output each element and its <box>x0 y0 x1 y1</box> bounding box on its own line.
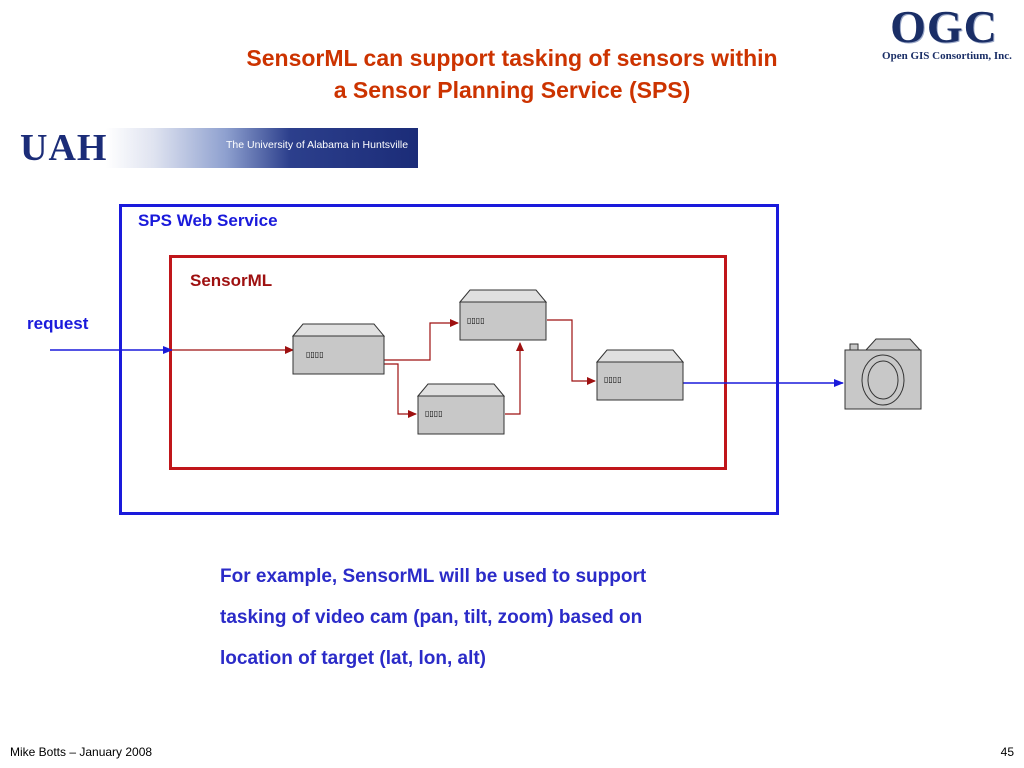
example-line-1: For example, SensorML will be used to su… <box>220 566 647 587</box>
process-block-1: ▯▯▯▯ <box>291 323 386 375</box>
example-line-2: tasking of video cam (pan, tilt, zoom) b… <box>220 607 643 628</box>
connector-process-1-to-process-3 <box>384 363 417 418</box>
process-block-1-label: ▯▯▯▯ <box>306 350 324 359</box>
title-line-1: SensorML can support tasking of sensors … <box>246 45 778 71</box>
sensorml-label: SensorML <box>190 271 273 290</box>
footer-author: Mike Botts – January 2008 <box>10 745 153 759</box>
slide-title: SensorML can support tasking of sensors … <box>160 42 864 106</box>
process-block-4: ▯▯▯▯ <box>595 349 685 401</box>
sensorml-box <box>169 255 727 470</box>
uah-logo-name: The University of Alabama in Huntsville <box>226 139 409 151</box>
connector-process-1-to-process-2 <box>384 319 459 361</box>
process-block-2: ▯▯▯▯ <box>458 289 548 341</box>
request-label: request <box>27 314 89 333</box>
example-line-3: location of target (lat, lon, alt) <box>220 648 486 669</box>
example-description: For example, SensorML will be used to su… <box>220 556 780 679</box>
process-block-3: ▯▯▯▯ <box>416 383 506 435</box>
process-block-2-label: ▯▯▯▯ <box>467 316 485 325</box>
camera-icon <box>844 338 922 410</box>
process-block-3-label: ▯▯▯▯ <box>425 409 443 418</box>
connector-process-3-to-process-2 <box>505 342 524 415</box>
sps-web-service-label: SPS Web Service <box>138 211 278 230</box>
uah-banner-logo: UAH The University of Alabama in Huntsvi… <box>18 128 418 168</box>
ogc-logo-mark: OGC <box>890 1 998 52</box>
process-block-4-label: ▯▯▯▯ <box>604 375 622 384</box>
connector-process-2-to-process-4 <box>547 319 596 385</box>
ogc-logo: OGC Open GIS Consortium, Inc. <box>872 4 1022 70</box>
sps-web-service-box <box>119 204 779 515</box>
title-line-2: a Sensor Planning Service (SPS) <box>333 77 691 103</box>
page-number: 45 <box>1000 745 1014 759</box>
ogc-logo-name: Open GIS Consortium, Inc. <box>882 50 1012 62</box>
uah-logo-mark: UAH <box>20 127 108 169</box>
